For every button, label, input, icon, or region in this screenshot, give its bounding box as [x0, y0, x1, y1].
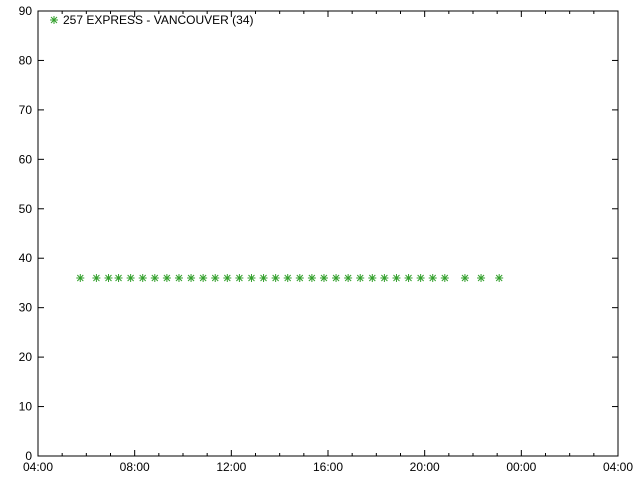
- x-tick-label: 16:00: [313, 460, 343, 474]
- y-tick-label: 60: [19, 152, 33, 166]
- legend: 257 EXPRESS - VANCOUVER (34): [50, 13, 254, 27]
- data-point: [92, 274, 101, 282]
- data-point: [416, 274, 425, 282]
- data-point: [187, 274, 196, 282]
- data-point: [138, 274, 147, 282]
- data-point: [404, 274, 413, 282]
- data-point: [162, 274, 171, 282]
- data-point: [211, 274, 220, 282]
- data-point: [495, 274, 504, 282]
- y-tick-label: 20: [19, 350, 33, 364]
- data-point: [235, 274, 244, 282]
- data-point: [259, 274, 268, 282]
- data-point: [368, 274, 377, 282]
- data-point: [440, 274, 449, 282]
- data-point: [460, 274, 469, 282]
- y-tick-label: 30: [19, 301, 33, 315]
- data-point: [428, 274, 437, 282]
- data-point: [104, 274, 113, 282]
- y-tick-label: 0: [25, 449, 32, 463]
- legend-label: 257 EXPRESS - VANCOUVER (34): [63, 13, 254, 27]
- data-point: [477, 274, 486, 282]
- data-point: [319, 274, 328, 282]
- data-point: [380, 274, 389, 282]
- data-point: [114, 274, 123, 282]
- data-point: [307, 274, 316, 282]
- data-point: [199, 274, 208, 282]
- data-point: [150, 274, 159, 282]
- y-tick-label: 10: [19, 400, 33, 414]
- data-point: [332, 274, 341, 282]
- x-tick-label: 04:00: [603, 460, 633, 474]
- data-point: [344, 274, 353, 282]
- y-tick-label: 80: [19, 53, 33, 67]
- x-tick-label: 12:00: [216, 460, 246, 474]
- data-point: [76, 274, 85, 282]
- y-axis: 0 10 20 30 40 50 60 70 80 90: [19, 4, 618, 463]
- x-axis: 04:00 08:00 12:00 16:00 20:00 00:00 04:00: [23, 11, 633, 474]
- x-tick-label: 20:00: [410, 460, 440, 474]
- y-tick-label: 40: [19, 251, 33, 265]
- plot-frame: [37, 10, 619, 457]
- x-tick-label: 08:00: [120, 460, 150, 474]
- y-tick-label: 70: [19, 103, 33, 117]
- legend-marker: [50, 16, 58, 24]
- data-point: [126, 274, 135, 282]
- data-point: [247, 274, 256, 282]
- data-point: [174, 274, 183, 282]
- y-tick-label: 90: [19, 4, 33, 18]
- legend-marker-symbol: [50, 16, 58, 24]
- data-point: [271, 274, 280, 282]
- data-point: [392, 274, 401, 282]
- data-point: [223, 274, 232, 282]
- data-points: [76, 274, 504, 282]
- x-tick-label: 04:00: [23, 460, 53, 474]
- x-tick-label: 00:00: [506, 460, 536, 474]
- data-point: [356, 274, 365, 282]
- data-point: [283, 274, 292, 282]
- data-point: [295, 274, 304, 282]
- y-tick-label: 50: [19, 202, 33, 216]
